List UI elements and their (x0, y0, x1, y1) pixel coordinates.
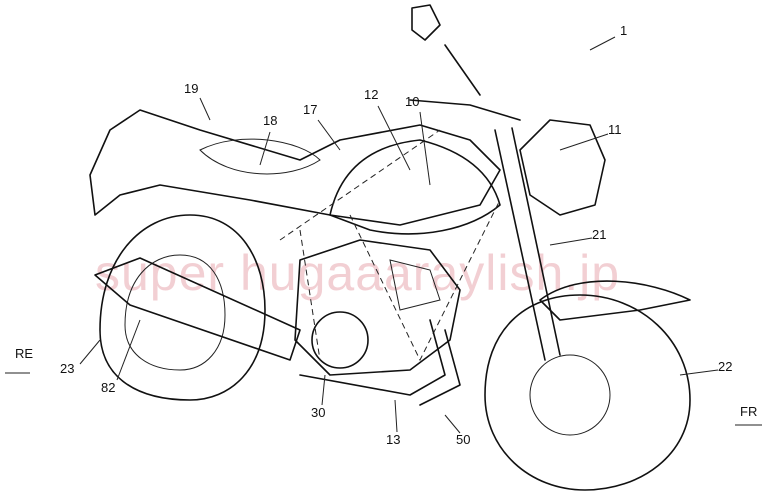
label-13: 13 (386, 432, 401, 447)
front-wheel (484, 294, 691, 491)
handlebar (409, 44, 521, 121)
label-50: 50 (456, 432, 471, 447)
front-fork (494, 127, 561, 361)
label-11: 11 (608, 122, 622, 137)
rear-wheel (99, 214, 266, 401)
muffler (94, 257, 301, 361)
frame (279, 129, 501, 362)
seat (199, 138, 321, 175)
engine (294, 239, 461, 376)
watermark: super hugaaaraylish.jp (95, 245, 621, 301)
label-82: 82 (101, 380, 116, 395)
label-30: 30 (311, 405, 326, 420)
leader-lines (5, 36, 762, 434)
label-22: 22 (718, 359, 733, 374)
label-21: 21 (592, 227, 607, 242)
label-1: 1 (620, 23, 628, 38)
label-12: 12 (364, 87, 379, 102)
label-19: 19 (184, 81, 199, 96)
label-23: 23 (60, 361, 75, 376)
rear-fender (89, 109, 501, 226)
label-18: 18 (263, 113, 278, 128)
fuel-tank (329, 139, 501, 235)
label-17: 17 (303, 102, 318, 117)
mirror (411, 4, 441, 41)
front-fender (539, 280, 691, 321)
exhaust-pipe (299, 319, 461, 406)
label-10: 10 (405, 94, 420, 109)
headlight-cowl (519, 119, 606, 216)
direction-rear: RE (15, 346, 34, 361)
direction-front: FR (740, 404, 758, 419)
